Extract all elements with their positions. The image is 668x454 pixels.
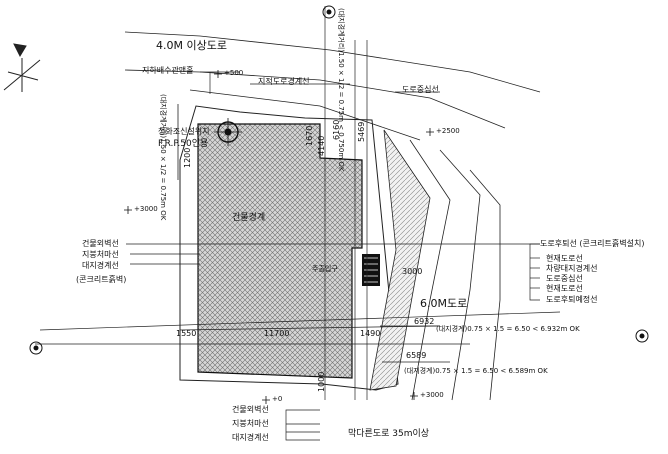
dimension-3000: 3000 bbox=[402, 267, 423, 276]
elevation-e2: +2500 bbox=[436, 127, 460, 135]
north-road-lines bbox=[124, 31, 541, 180]
bottom-label-boundary: 대지경계선 bbox=[232, 433, 269, 442]
entrance-label: 주출입구 bbox=[312, 265, 338, 273]
axis-lines bbox=[324, 6, 368, 400]
formula-left-vertical: (대지경계거리)1.50 × 1/2 = 0.75m OK bbox=[159, 94, 167, 221]
dimension-1490: 1490 bbox=[360, 329, 381, 338]
right-label-setback: 도로후퇴선 (콘크리트흙벽설치) bbox=[540, 239, 645, 248]
dimension-11700: 11700 bbox=[264, 329, 290, 338]
formula-top-vertical: (대지경계거리)1.50 × 1/2 = 0.75m < 0.750m OK bbox=[337, 8, 345, 172]
target-marker-icon bbox=[29, 5, 649, 355]
dimension-1200: 1200 bbox=[183, 147, 192, 168]
left-label-wall-type: (콘크리트흙벽) bbox=[76, 275, 127, 284]
septic-tank-icon bbox=[214, 118, 242, 146]
dimension-6589: 6589 bbox=[406, 351, 427, 360]
north-arrow-icon bbox=[3, 43, 41, 92]
formula-east-2: (대지경계)0.75 × 1.5 = 6.50 < 6.589m OK bbox=[404, 367, 548, 375]
property-boundary bbox=[179, 105, 399, 391]
septic-label: 정화조신설위치 bbox=[158, 127, 210, 136]
south-road-label: 막다른도로 35m이상 bbox=[348, 429, 430, 439]
dimension-6932: 6932 bbox=[414, 317, 435, 326]
right-label-planned-setback: 도로후퇴예정선 bbox=[546, 295, 598, 304]
building-label: 건물경계 bbox=[232, 213, 266, 223]
elevation-e1: +500 bbox=[224, 69, 244, 77]
leader-lines bbox=[35, 71, 561, 441]
dimension-1000: 1000 bbox=[317, 371, 326, 392]
septic-capacity-label: F.R.P.50인용 bbox=[158, 139, 209, 149]
right-label-current-road-2: 현재도로선 bbox=[546, 284, 583, 293]
manhole-label: 지하배수관맨홀 bbox=[142, 66, 194, 75]
dimension-5469: 5469 bbox=[357, 121, 366, 142]
left-label-eave: 지붕처마선 bbox=[82, 250, 119, 259]
left-label-boundary: 대지경계선 bbox=[82, 261, 119, 270]
bottom-label-eave: 지붕처마선 bbox=[232, 419, 269, 428]
elevation-e3: +3000 bbox=[134, 205, 158, 213]
entrance-stairs bbox=[362, 254, 380, 286]
left-label-wall: 건물외벽선 bbox=[82, 239, 119, 248]
dimension-1670: 1670 bbox=[305, 125, 314, 146]
east-road-lines bbox=[409, 139, 501, 401]
road-center-label: 도로중심선 bbox=[402, 85, 439, 94]
elevation-marker-icon bbox=[124, 70, 434, 404]
formula-east-1: (대지경계)0.75 × 1.5 = 6.50 < 6.932m OK bbox=[436, 325, 580, 333]
right-label-road-center: 도로중심선 bbox=[546, 274, 583, 283]
bottom-label-wall: 건물외벽선 bbox=[232, 405, 269, 414]
elevation-e5: +0 bbox=[272, 395, 283, 403]
right-label-current-road: 현재도로선 bbox=[546, 254, 583, 263]
building-footprint bbox=[197, 123, 363, 379]
road-boundary-label: 지적도로경계선 bbox=[258, 77, 310, 86]
dimension-4140: 4140 bbox=[317, 135, 326, 156]
right-label-vehicle-boundary: 차량대지경계선 bbox=[546, 264, 598, 273]
dimension-1550: 1550 bbox=[176, 329, 197, 338]
east-road-setback-zone bbox=[369, 129, 431, 391]
east-road-label: 6.0M도로 bbox=[420, 297, 468, 310]
north-road-label: 4.0M 이상도로 bbox=[156, 39, 227, 52]
elevation-e4: +3000 bbox=[420, 391, 444, 399]
